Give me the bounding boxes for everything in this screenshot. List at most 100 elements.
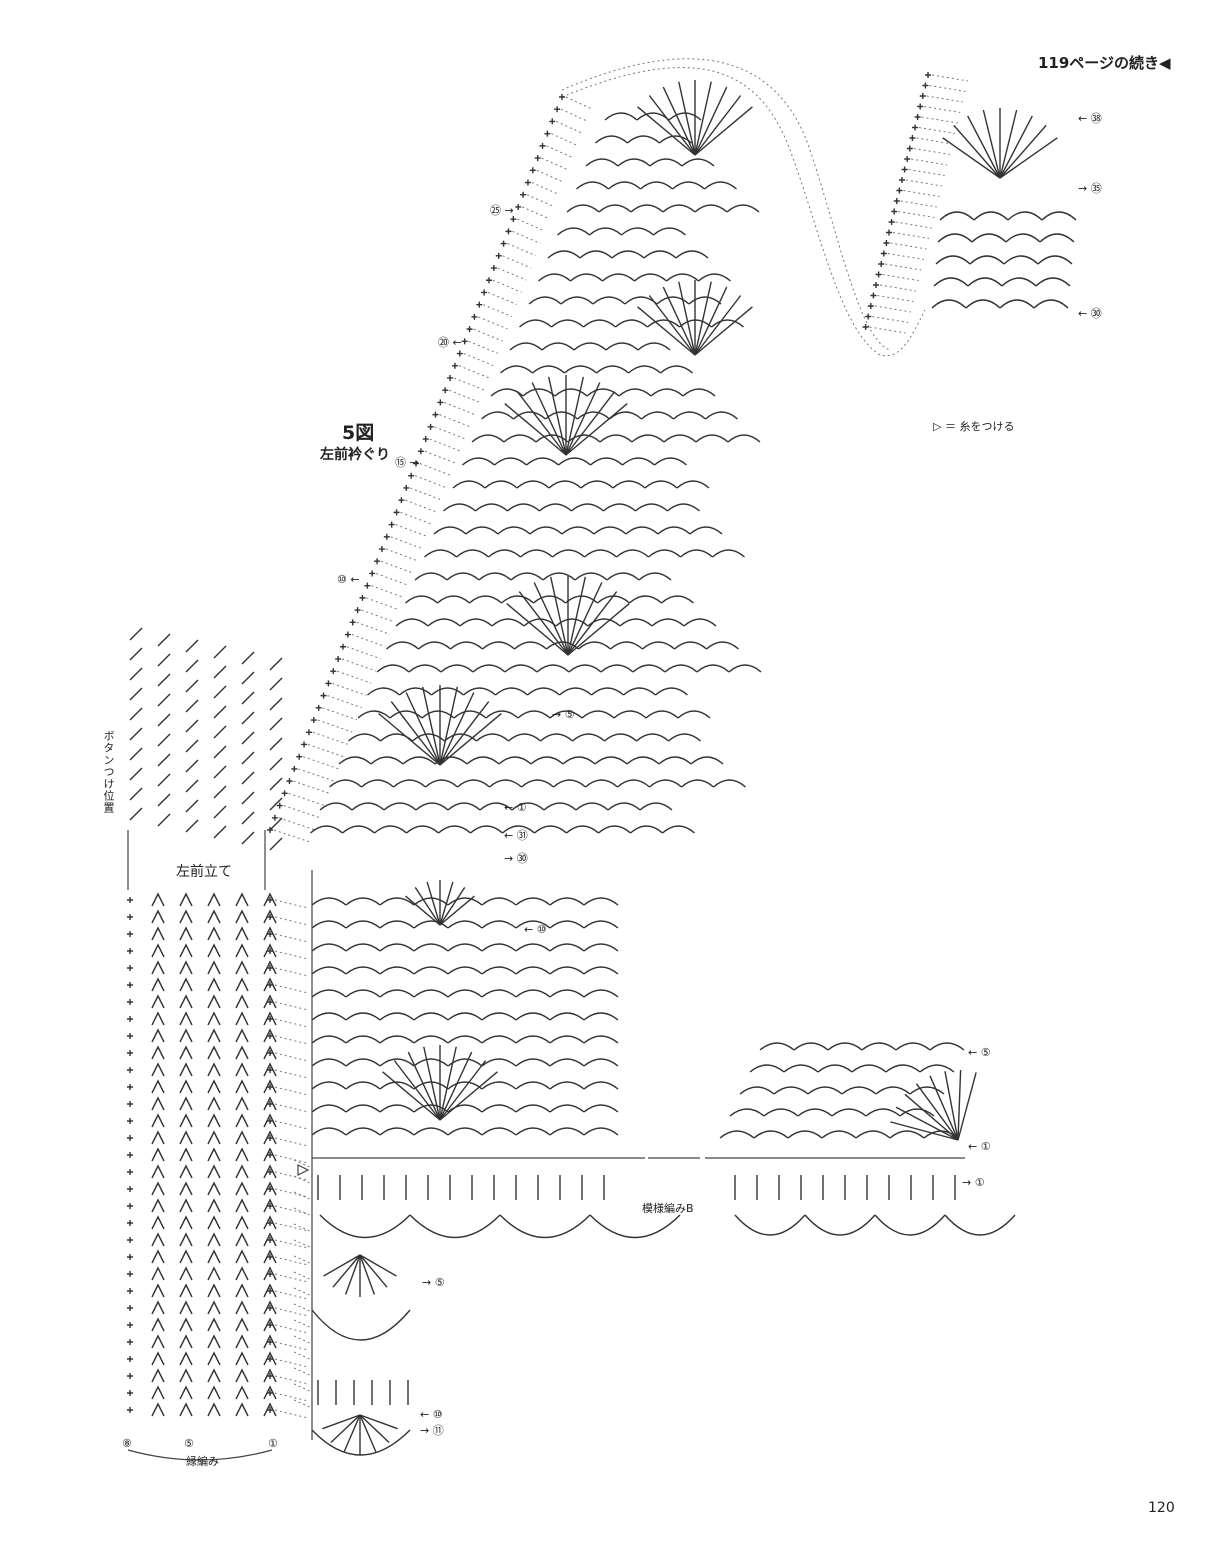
- chain-arch: [481, 1081, 517, 1090]
- chain-arch: [634, 273, 667, 282]
- chain-arch: [659, 135, 692, 144]
- chain-arch: [561, 526, 595, 535]
- v-stitch: [207, 1402, 221, 1417]
- chain-arch: [589, 227, 622, 236]
- chain-arch: [361, 779, 394, 788]
- chain-arch: [413, 1058, 449, 1067]
- single-crochet-symbol: [267, 1220, 273, 1226]
- single-crochet-symbol: [505, 228, 512, 235]
- single-crochet-symbol: [267, 1339, 273, 1345]
- chain-arch: [1033, 299, 1069, 309]
- v-stitch: [179, 1096, 193, 1111]
- chain-arch: [515, 943, 551, 952]
- fan-stitch: [359, 1254, 376, 1295]
- chain-arch: [463, 687, 496, 696]
- guide-line: [274, 1239, 309, 1249]
- chain-arch: [597, 595, 630, 604]
- chain-arch: [643, 250, 677, 259]
- v-stitch: [235, 1045, 249, 1060]
- v-stitch: [263, 1113, 277, 1128]
- guide-line: [332, 682, 367, 696]
- chain-arch: [611, 250, 645, 259]
- single-crochet-symbol: [127, 1373, 133, 1379]
- chain-arch: [412, 733, 445, 742]
- v-stitch: [263, 977, 277, 992]
- guide-line: [307, 744, 344, 757]
- fan-stitch: [890, 1121, 959, 1141]
- fan-stitch: [343, 1414, 361, 1453]
- chain-arch: [530, 756, 564, 765]
- guide-line: [356, 621, 391, 635]
- chain-arch: [370, 756, 404, 765]
- fan-stitch: [393, 1060, 441, 1121]
- fan-stitch: [439, 701, 490, 766]
- fan-stitch: [405, 895, 441, 926]
- chain-arch: [1037, 255, 1073, 265]
- chain-arch: [841, 1086, 877, 1095]
- v-stitch: [179, 1385, 193, 1400]
- chain-arch: [610, 641, 643, 650]
- tall-stitch: [213, 745, 227, 759]
- scallop: [499, 1214, 591, 1239]
- chain-arch: [552, 549, 585, 558]
- chain-arch: [444, 733, 477, 742]
- single-crochet-symbol: [267, 1254, 273, 1260]
- chain-arch: [345, 989, 381, 998]
- figure-number: 5図: [342, 422, 375, 444]
- v-stitch: [179, 1164, 193, 1179]
- connector-curve: [561, 67, 926, 357]
- chain-arch: [345, 943, 381, 952]
- chain-arch: [711, 319, 744, 328]
- single-crochet-symbol: [127, 1033, 133, 1039]
- v-stitch: [151, 1011, 165, 1026]
- single-crochet-symbol: [267, 1135, 273, 1141]
- fan-stitch: [439, 881, 454, 926]
- guide-line: [288, 792, 325, 806]
- v-stitch: [263, 1096, 277, 1111]
- v-stitch: [207, 1198, 221, 1213]
- fan-stitch: [359, 1414, 377, 1453]
- chain-arch: [694, 204, 728, 213]
- single-crochet-symbol: [500, 240, 507, 247]
- chain-arch: [626, 756, 660, 765]
- v-stitch: [207, 977, 221, 992]
- single-crochet-symbol: [267, 1288, 273, 1294]
- v-stitch: [207, 1028, 221, 1043]
- chain-arch: [329, 779, 362, 788]
- chain-arch: [510, 572, 544, 581]
- single-crochet-symbol: [127, 1135, 133, 1141]
- chain-arch: [662, 204, 696, 213]
- single-crochet-symbol: [388, 521, 395, 528]
- v-stitch: [235, 1334, 249, 1349]
- chain-arch: [570, 273, 603, 282]
- chain-arch: [583, 1035, 619, 1044]
- single-crochet-symbol: [127, 999, 133, 1005]
- v-stitch: [235, 1317, 249, 1332]
- v-stitch: [179, 1317, 193, 1332]
- chain-arch: [311, 920, 347, 929]
- guide-line: [410, 487, 442, 501]
- chain-arch: [663, 434, 697, 443]
- chain-arch: [650, 388, 684, 397]
- v-stitch: [151, 1334, 165, 1349]
- edging-row-1: ①: [268, 1437, 278, 1450]
- v-stitch: [263, 909, 277, 924]
- tall-stitch: [213, 665, 227, 679]
- guide-line: [274, 1001, 309, 1011]
- chain-arch: [821, 1130, 857, 1139]
- chain-arch: [438, 825, 471, 834]
- fan-stitch: [565, 403, 628, 456]
- single-crochet-symbol: [870, 292, 877, 299]
- single-crochet-symbol: [559, 94, 565, 100]
- single-crochet-symbol: [413, 460, 419, 467]
- chain-arch: [447, 897, 483, 906]
- tall-stitch: [269, 657, 283, 671]
- chain-arch: [311, 1127, 347, 1136]
- chain-arch: [515, 1104, 551, 1113]
- row-marker-10-b: ← ⑩: [420, 1408, 443, 1421]
- v-stitch: [207, 1351, 221, 1366]
- chain-arch: [310, 825, 343, 834]
- single-crochet-symbol: [515, 203, 522, 210]
- guide-line: [274, 1035, 309, 1045]
- chain-arch: [379, 966, 415, 975]
